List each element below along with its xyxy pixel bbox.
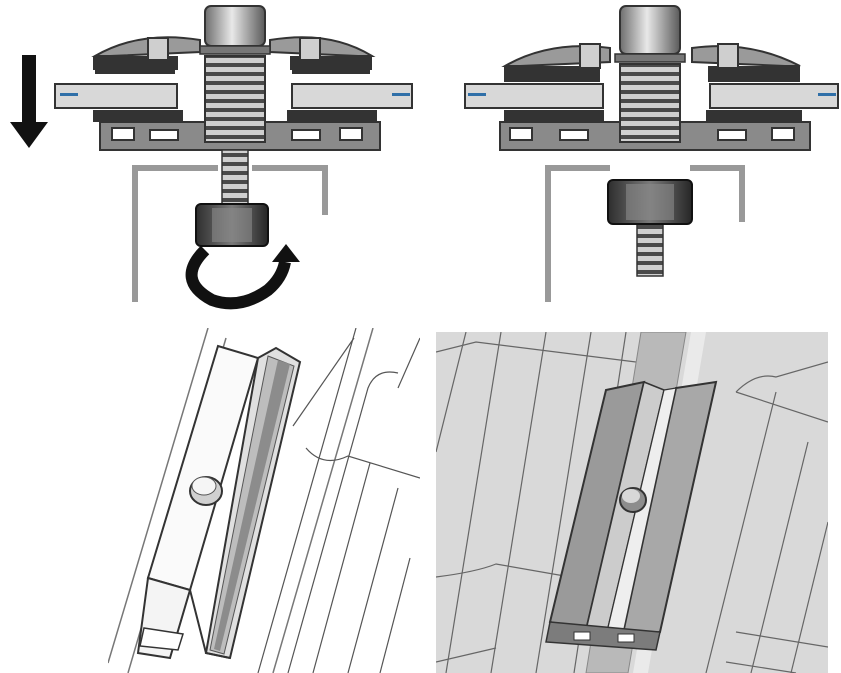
module-frame-right xyxy=(709,83,839,109)
middle-clamp xyxy=(136,344,302,660)
clamp-iso-single-module xyxy=(108,328,420,673)
arrow-down-icon xyxy=(10,55,48,148)
module-frame-right xyxy=(291,83,413,109)
module-frame-left xyxy=(464,83,604,109)
middle-clamp xyxy=(545,380,718,651)
solar-cell-grid xyxy=(257,328,420,673)
solar-cell-grid xyxy=(436,332,828,673)
clamp-top-cap xyxy=(501,43,801,82)
module-frame-left xyxy=(54,83,178,109)
clamp-iso-two-modules-drawing xyxy=(436,332,828,673)
clamp-section-tight xyxy=(420,0,841,310)
clamp-section-tight-drawing xyxy=(464,5,839,302)
rotate-arrow-icon xyxy=(185,244,300,310)
clamp-iso-single-module-drawing xyxy=(108,328,420,673)
clamp-iso-two-modules xyxy=(436,332,828,673)
clamp-section-loose xyxy=(0,0,420,310)
mounting-rail xyxy=(132,165,328,302)
mounting-rail xyxy=(545,165,745,302)
clamp-top-cap xyxy=(91,36,376,74)
hex-nut xyxy=(195,203,269,247)
bolt xyxy=(614,5,686,277)
bolt-head xyxy=(619,487,647,513)
bolt xyxy=(199,5,271,207)
clamp-section-loose-drawing xyxy=(10,5,413,310)
bolt-head xyxy=(189,476,223,506)
hex-nut xyxy=(607,179,693,225)
